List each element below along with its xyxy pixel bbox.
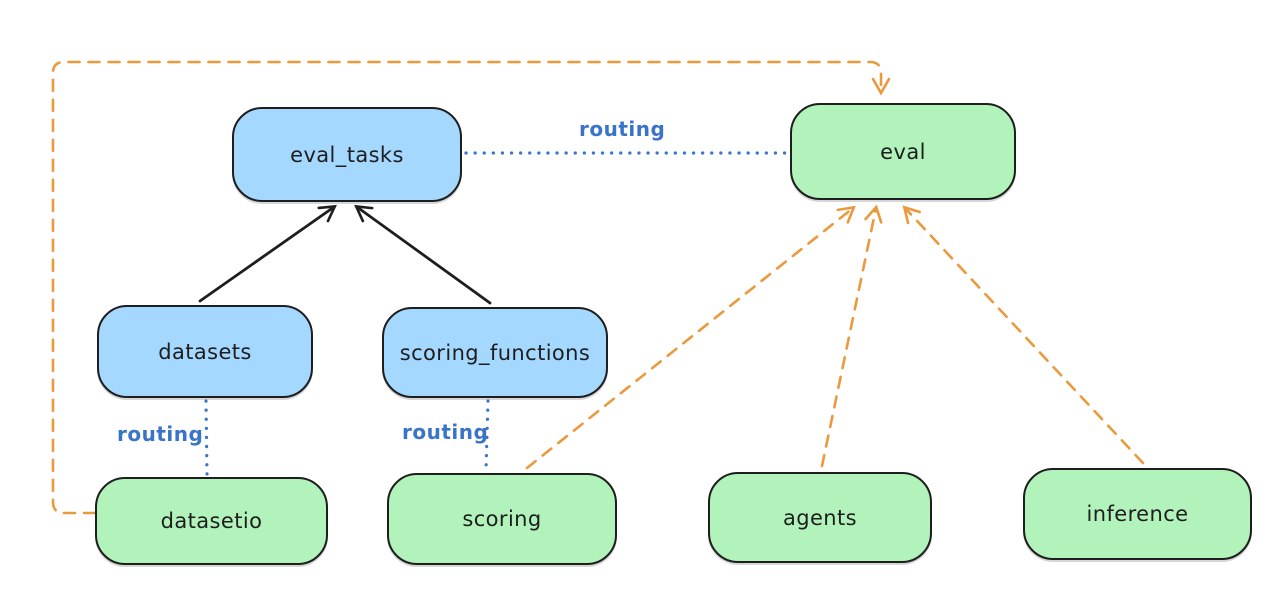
node-eval: eval — [790, 103, 1016, 200]
node-label: datasets — [158, 339, 252, 364]
node-datasets: datasets — [97, 305, 313, 398]
edge-agents-to-eval — [820, 204, 883, 468]
node-label: agents — [782, 505, 857, 530]
node-eval-tasks: eval_tasks — [232, 107, 462, 202]
node-label: datasetio — [160, 509, 263, 533]
node-datasetio: datasetio — [95, 477, 328, 565]
edge-label-routing-scoring: routing — [402, 420, 489, 444]
node-inference: inference — [1023, 468, 1252, 560]
node-scoring: scoring — [387, 473, 617, 565]
edge-scoring-to-eval — [525, 205, 856, 470]
edge-scoring-functions-to-eval-tasks — [354, 204, 492, 305]
edge-inference-to-eval — [902, 205, 1145, 465]
node-agents: agents — [708, 472, 932, 563]
node-label: scoring — [462, 507, 542, 531]
edge-datasetio-to-eval — [51, 60, 891, 515]
edge-label-routing-datasets: routing — [117, 422, 204, 446]
edge-datasets-to-datasetio-routing — [204, 399, 209, 476]
node-label: eval_tasks — [290, 142, 404, 167]
node-label: scoring_functions — [399, 340, 591, 365]
node-label: inference — [1086, 502, 1189, 526]
node-label: eval — [880, 139, 926, 164]
edge-datasets-to-eval-tasks — [198, 204, 337, 303]
edge-label-routing-top: routing — [579, 117, 666, 141]
node-scoring-functions: scoring_functions — [382, 307, 608, 398]
